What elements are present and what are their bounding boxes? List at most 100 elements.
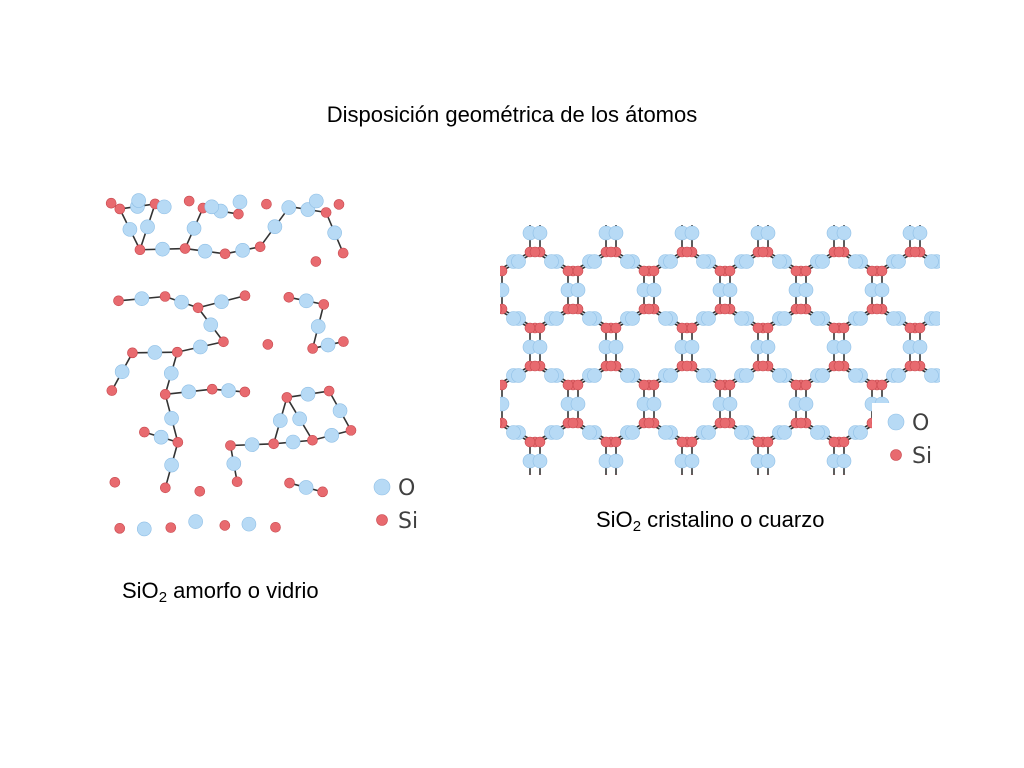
oxygen-atom (887, 413, 905, 431)
silicon-atom (876, 265, 888, 277)
oxygen-atom (285, 434, 301, 450)
silicon-atom (833, 246, 845, 258)
oxygen-atom (620, 368, 635, 383)
oxygen-atom (235, 242, 250, 258)
oxygen-atom (324, 428, 340, 443)
silicon-atom (724, 265, 736, 277)
oxygen-atom (281, 200, 297, 215)
silicon-atom (876, 379, 888, 391)
oxygen-atom (532, 339, 548, 355)
silicon-atom (284, 477, 295, 489)
oxygen-atom (327, 225, 342, 241)
silicon-atom (500, 303, 508, 315)
silicon-atom (648, 265, 660, 277)
oxygen-atom (777, 425, 792, 440)
page-title: Disposición geométrica de los átomos (326, 102, 698, 127)
oxygen-atom (232, 194, 248, 210)
oxygen-atom (810, 425, 825, 440)
silicon-atom (909, 360, 921, 372)
oxygen-atom (924, 254, 939, 269)
silicon-atom (219, 520, 231, 531)
oxygen-atom (886, 311, 901, 326)
oxygen-atom (174, 294, 189, 310)
oxygen-atom (734, 311, 749, 326)
oxygen-atom (309, 193, 324, 209)
crystalline-caption: SiO2 cristalino o cuarzo (596, 507, 824, 535)
silicon-atom (795, 417, 807, 429)
silicon-atom (719, 417, 731, 429)
amorphous-caption-suffix: amorfo o vidrio (167, 578, 319, 603)
oxygen-atom (267, 219, 283, 234)
silicon-atom (323, 385, 335, 397)
oxygen-atom (164, 457, 179, 473)
silicon-atom (757, 246, 769, 258)
oxygen-atom (848, 368, 863, 383)
silicon-atom (159, 291, 171, 302)
oxygen-atom (777, 311, 792, 326)
oxygen-atom (134, 291, 150, 306)
silicon-atom (719, 303, 731, 315)
silicon-atom (909, 246, 921, 258)
amorphous-sio2-diagram: OSi (105, 193, 418, 537)
oxygen-atom (798, 396, 814, 412)
oxygen-atom (272, 413, 288, 428)
oxygen-atom (696, 254, 711, 269)
oxygen-atom (203, 317, 219, 333)
oxygen-atom (658, 425, 673, 440)
oxygen-atom (684, 453, 700, 469)
oxygen-atom (760, 453, 776, 469)
oxygen-atom (506, 311, 521, 326)
oxygen-atom (373, 478, 391, 496)
oxygen-atom (532, 225, 548, 241)
silicon-atom (600, 436, 612, 448)
silicon-atom (233, 208, 244, 220)
silicon-atom (838, 436, 850, 448)
silicon-atom (904, 322, 916, 334)
oxygen-atom (140, 219, 155, 235)
oxygen-atom (836, 453, 852, 469)
oxygen-atom (300, 386, 316, 402)
crystalline-caption-prefix: SiO (596, 507, 633, 532)
oxygen-atom (912, 225, 928, 241)
silicon-atom (676, 436, 688, 448)
crystalline-sio2-diagram: OSi (500, 225, 940, 475)
oxygen-atom (164, 411, 179, 426)
silicon-atom (500, 265, 508, 277)
silicon-atom (600, 322, 612, 334)
silicon-atom (307, 434, 318, 446)
oxygen-atom (544, 368, 559, 383)
silicon-atom (225, 440, 236, 451)
silicon-atom (231, 476, 243, 488)
silicon-atom (643, 417, 655, 429)
silicon-atom (648, 379, 660, 391)
amorphous-caption-subscript: 2 (158, 589, 168, 606)
oxygen-atom (684, 339, 700, 355)
oxygen-atom (646, 396, 662, 412)
oxygen-atom (815, 368, 830, 383)
silicon-atom (676, 322, 688, 334)
oxygen-atom (188, 514, 203, 529)
oxygen-atom (214, 294, 229, 310)
silicon-atom (114, 203, 126, 215)
silicon-atom (681, 360, 693, 372)
oxygen-atom (663, 254, 678, 269)
oxygen-atom (226, 456, 242, 471)
oxygen-atom (299, 293, 314, 309)
silicon-atom (262, 339, 274, 350)
silicon-atom (562, 265, 574, 277)
oxygen-atom (511, 254, 526, 269)
oxygen-atom (929, 311, 940, 326)
oxygen-atom (810, 311, 825, 326)
silicon-atom (337, 247, 349, 259)
oxygen-atom (587, 368, 602, 383)
silicon-atom (714, 265, 726, 277)
oxygen-atom (658, 311, 673, 326)
oxygen-atom (836, 225, 852, 241)
silicon-atom (572, 379, 584, 391)
silicon-atom (106, 385, 118, 396)
silicon-atom (218, 336, 229, 348)
silicon-atom (165, 522, 177, 533)
oxygen-atom (625, 425, 640, 440)
silicon-atom (800, 265, 812, 277)
silicon-atom (724, 379, 736, 391)
